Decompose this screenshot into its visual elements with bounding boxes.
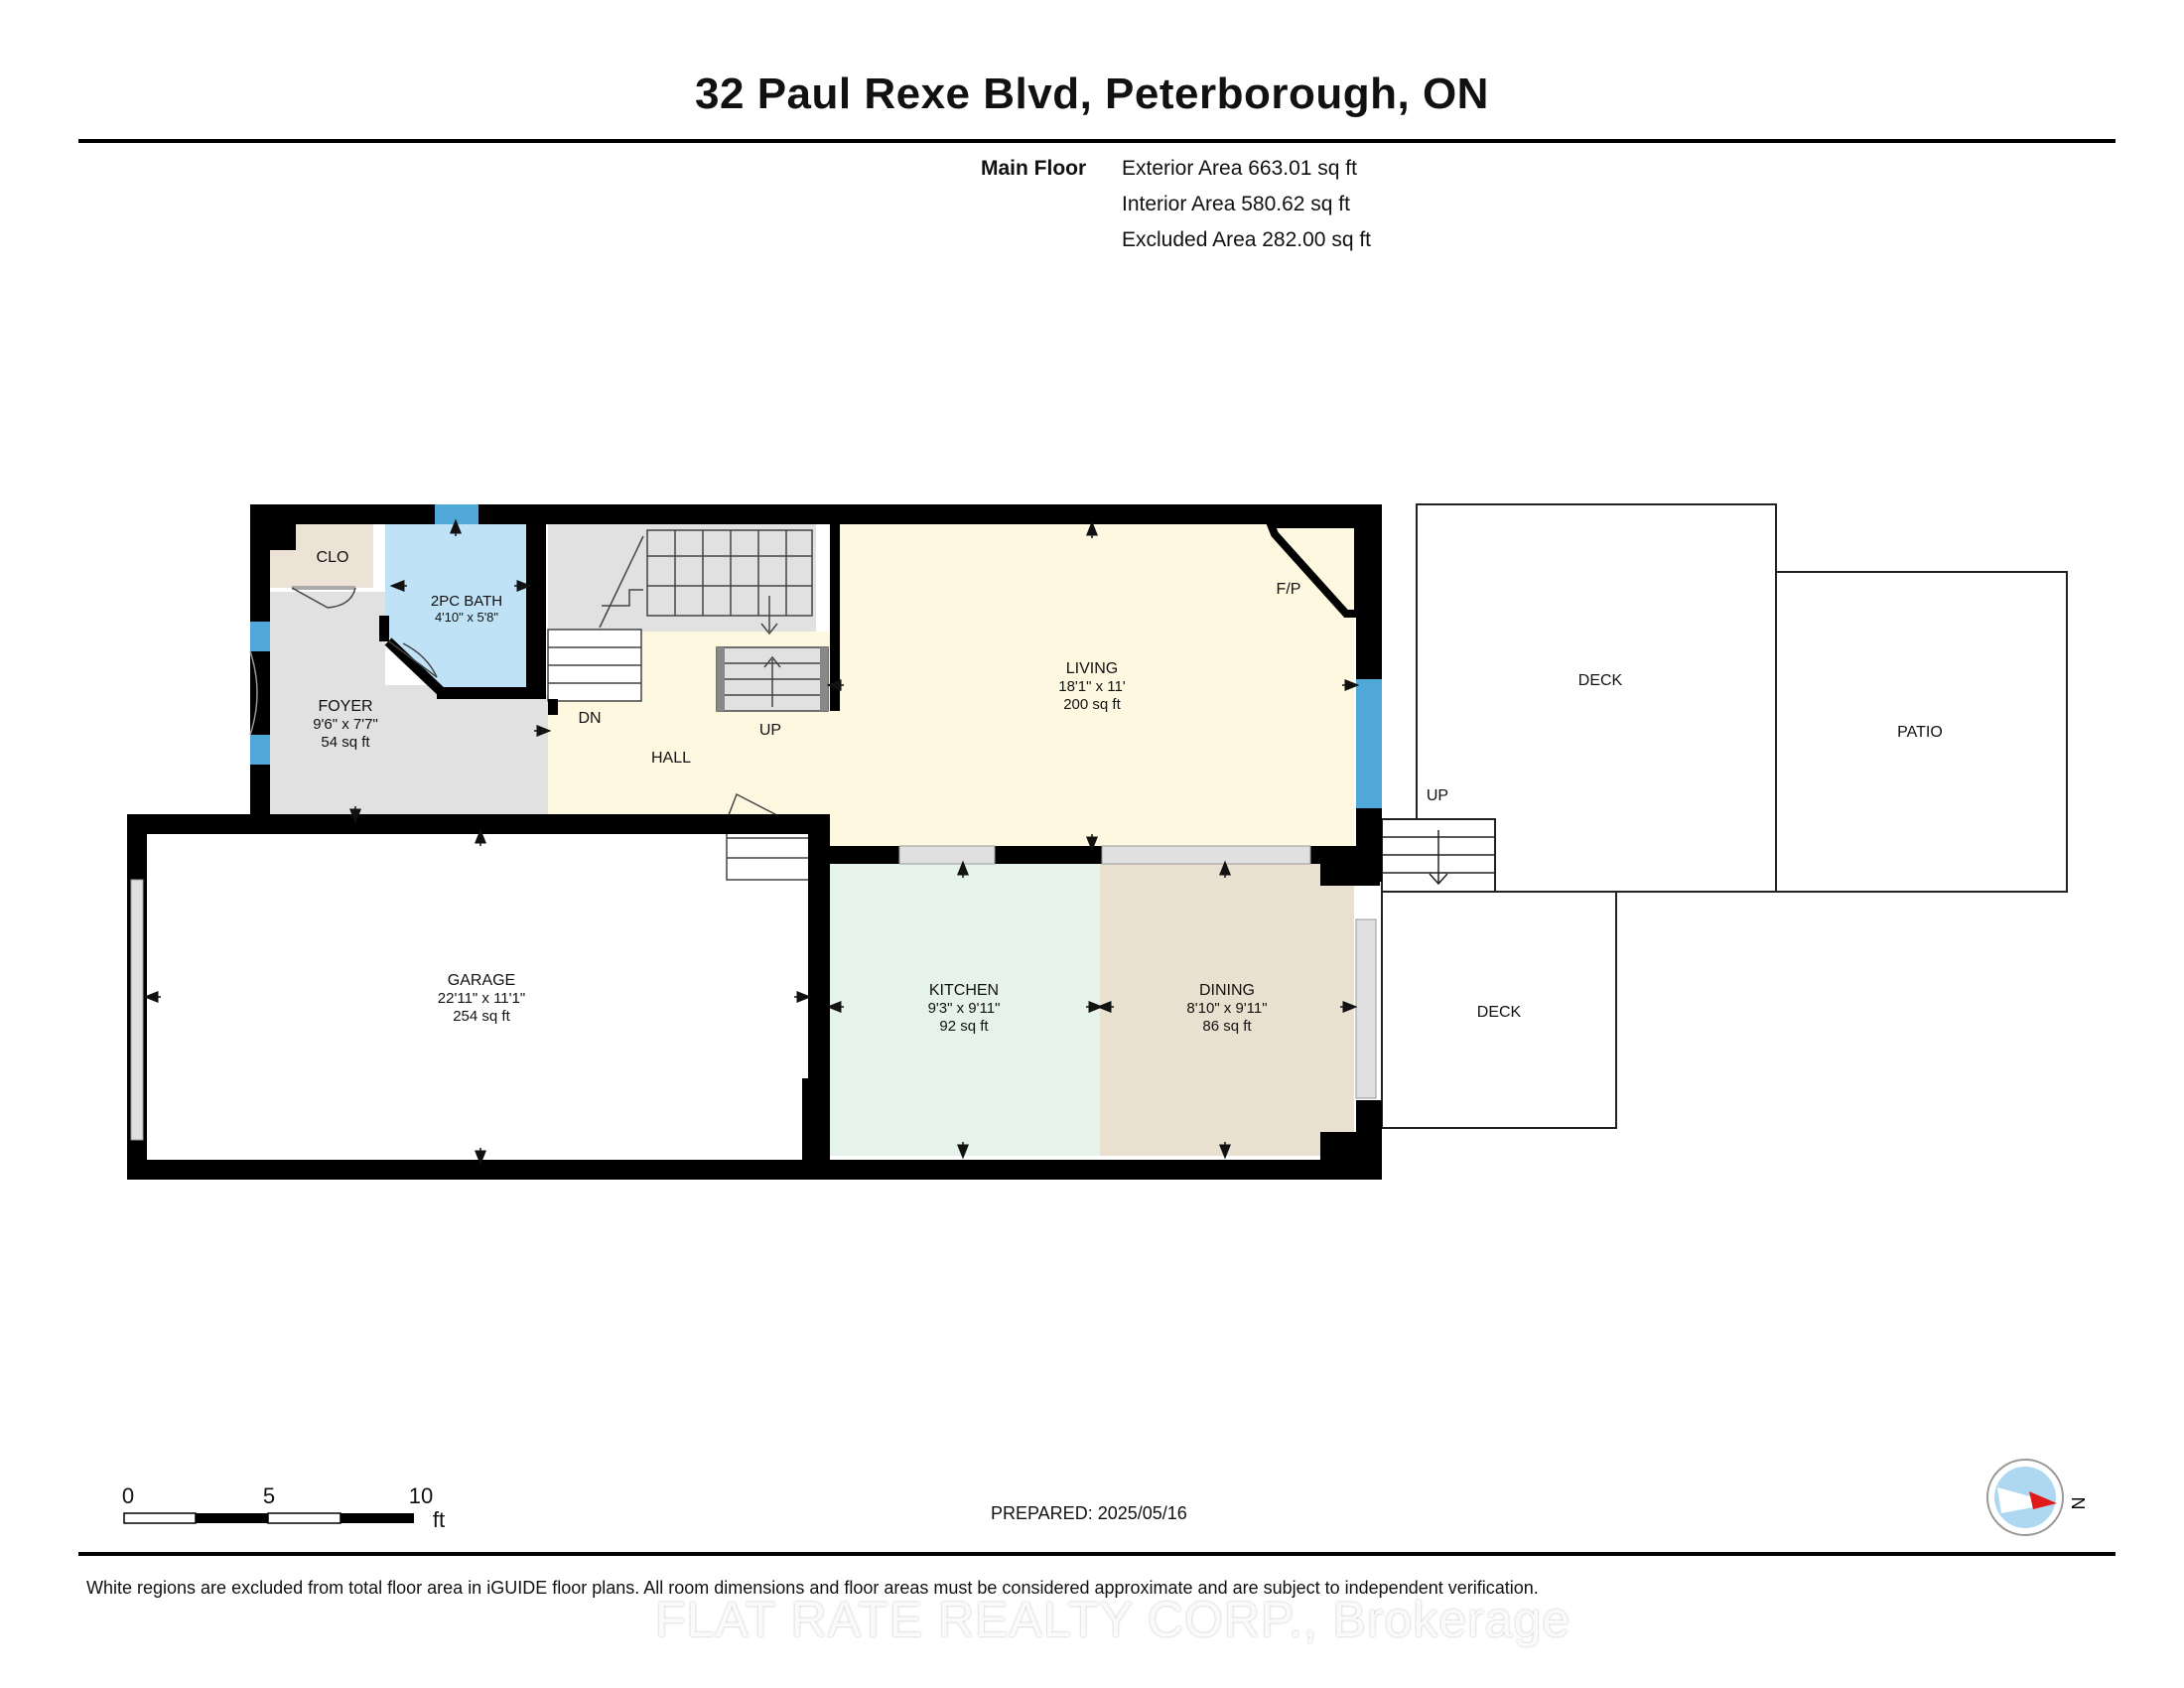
doors [249, 586, 438, 736]
living-dims: 18'1" x 11' [1058, 678, 1126, 695]
patio-outline [1775, 571, 2068, 893]
patio-label: PATIO [1897, 724, 1943, 741]
clo-label: CLO [317, 549, 349, 566]
footer-divider [78, 1552, 2116, 1556]
dimension-arrows [143, 518, 1360, 1166]
deck-up-label: UP [1427, 787, 1448, 804]
header-divider [78, 139, 2116, 143]
deck-lower-label: DECK [1477, 1004, 1522, 1021]
deck-lower-outline [1381, 891, 1617, 1129]
walls [127, 504, 1382, 1180]
compass-icon: N [1986, 1459, 2088, 1536]
foyer-label: FOYER [318, 698, 372, 715]
compass-north-label: N [2068, 1497, 2088, 1510]
dining-dims: 8'10" x 9'11" [1186, 1000, 1267, 1017]
bath-label: 2PC BATH [431, 593, 502, 610]
scale-tick-0: 0 [122, 1483, 134, 1508]
hall-label: HALL [651, 750, 691, 767]
living-fill [830, 524, 1354, 848]
garage-dims: 22'11" x 11'1" [438, 990, 525, 1007]
fireplace [1265, 520, 1362, 618]
scale-unit: ft [433, 1507, 445, 1532]
living-label: LIVING [1066, 660, 1118, 677]
stairs-dn-label: DN [578, 710, 601, 727]
dining-area: 86 sq ft [1202, 1018, 1252, 1035]
bath-fill [385, 524, 526, 691]
wall-stub [384, 637, 449, 699]
kitchen-dims: 9'3" x 9'11" [928, 1000, 1001, 1017]
living-area: 200 sq ft [1063, 696, 1121, 713]
prepared-date: PREPARED: 2025/05/16 [991, 1503, 1187, 1523]
foyer-area: 54 sq ft [321, 734, 370, 751]
windows [130, 504, 1382, 1141]
scale-tick-10: 10 [409, 1483, 433, 1508]
kitchen-area: 92 sq ft [939, 1018, 989, 1035]
scale-bar: 0 5 10 ft [122, 1483, 445, 1532]
stairs-up-label: UP [759, 722, 781, 739]
dining-label: DINING [1199, 982, 1255, 999]
excluded-area: Excluded Area 282.00 sq ft [1122, 228, 1372, 251]
foyer-fill-upper [270, 592, 385, 691]
bath-dims: 4'10" x 5'8" [435, 610, 498, 625]
page-title: 32 Paul Rexe Blvd, Peterborough, ON [695, 70, 1489, 118]
floor-label: Main Floor [981, 157, 1087, 180]
garage-fill [147, 832, 808, 1162]
foyer-dims: 9'6" x 7'7" [313, 716, 378, 733]
garage-label: GARAGE [448, 972, 515, 989]
garage-area: 254 sq ft [453, 1008, 510, 1025]
disclaimer: White regions are excluded from total fl… [86, 1578, 1539, 1598]
dining-fill [1100, 864, 1354, 1156]
kitchen-fill [830, 864, 1100, 1156]
exterior-area: Exterior Area 663.01 sq ft [1122, 157, 1357, 180]
kitchen-label: KITCHEN [929, 982, 999, 999]
fireplace-label: F/P [1277, 581, 1301, 598]
interior-area: Interior Area 580.62 sq ft [1122, 193, 1350, 215]
deck-upper-label: DECK [1578, 672, 1623, 689]
deck-stairs [1381, 818, 1496, 893]
brokerage-watermark: FLAT RATE REALTY CORP., Brokerage [655, 1592, 1571, 1647]
scale-tick-5: 5 [263, 1483, 275, 1508]
